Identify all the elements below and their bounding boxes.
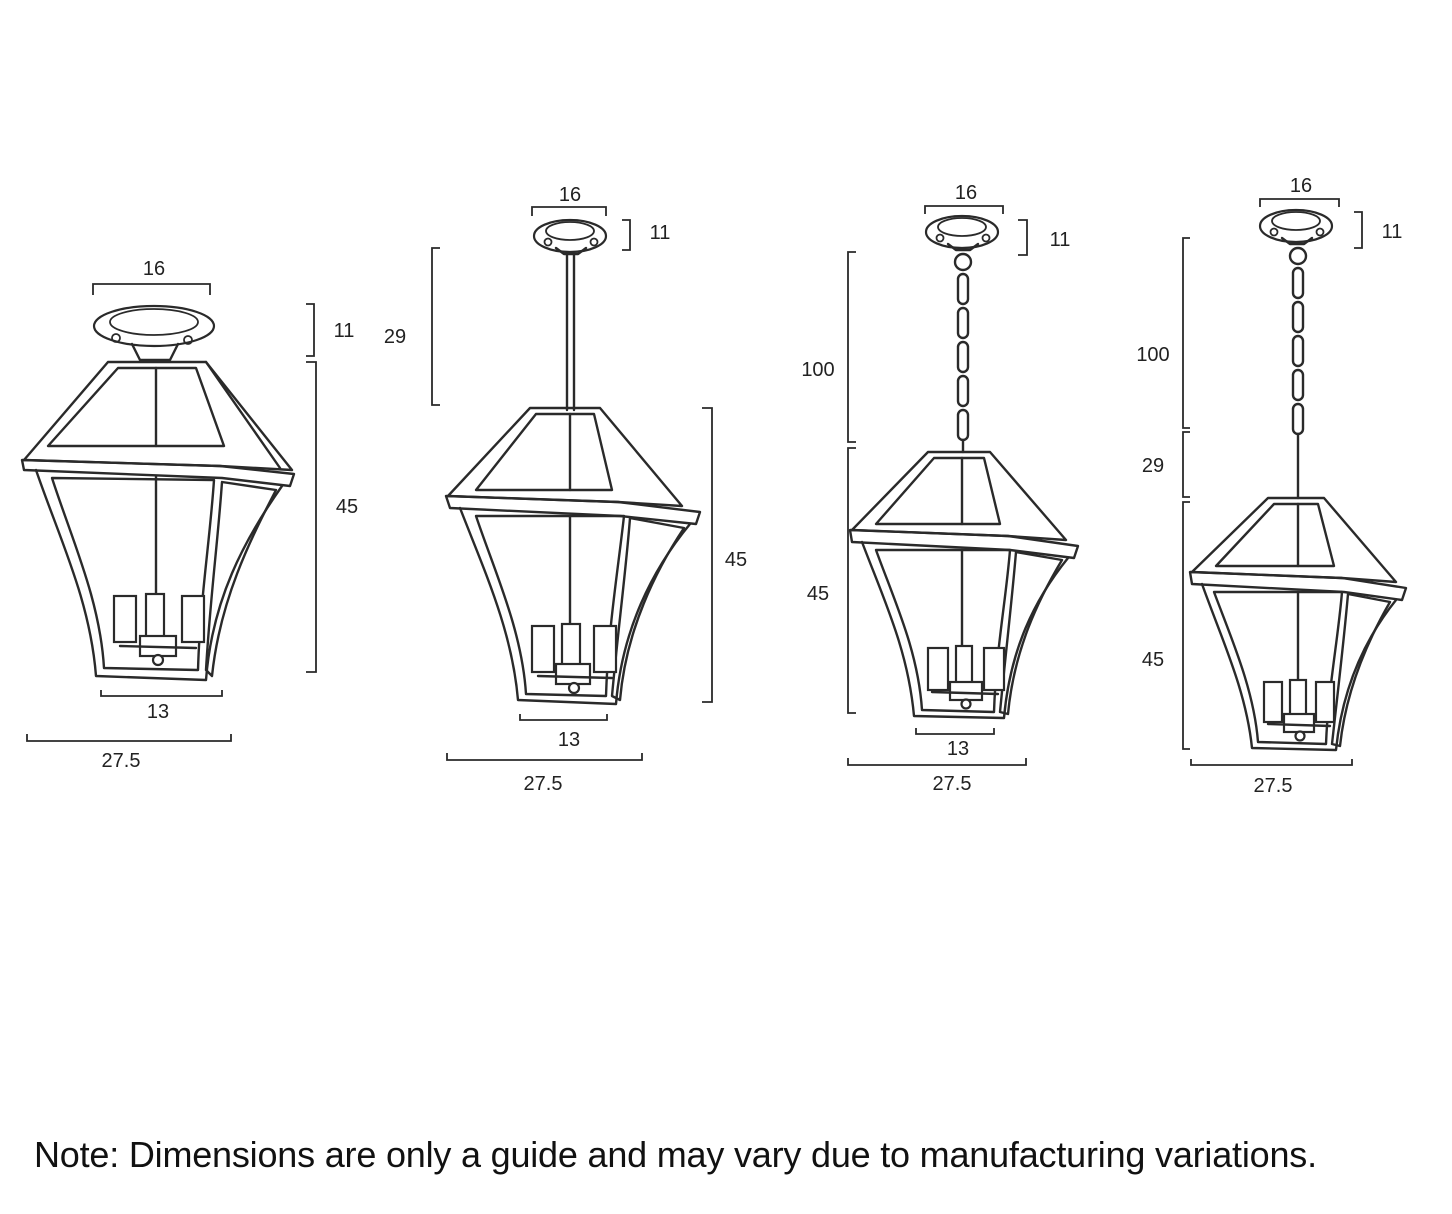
disclaimer-note: Note: Dimensions are only a guide and ma… bbox=[34, 1134, 1317, 1175]
label-canopy-height: 11 bbox=[334, 320, 355, 342]
label-canopy-height: 11 bbox=[650, 222, 671, 244]
lantern-roof bbox=[1190, 496, 1398, 584]
label-overall-width: 27.5 bbox=[102, 750, 141, 772]
lantern-eave bbox=[848, 528, 1080, 560]
lantern-rod-pendant: 16 11 29 45 13 27.5 bbox=[384, 184, 747, 795]
label-canopy-width: 16 bbox=[1290, 175, 1312, 197]
candle-cluster bbox=[530, 622, 618, 695]
label-overall-width: 27.5 bbox=[524, 773, 563, 795]
label-base-width: 13 bbox=[947, 738, 969, 760]
dimension-lines: 16 11 100 45 13 27.5 bbox=[801, 182, 1070, 795]
label-chain-length: 100 bbox=[801, 359, 834, 381]
canopy bbox=[92, 304, 216, 362]
label-canopy-width: 16 bbox=[143, 258, 165, 280]
lantern-eave bbox=[20, 458, 296, 488]
canopy bbox=[924, 214, 1000, 252]
chain bbox=[953, 252, 973, 454]
dimension-lines: 16 11 29 45 13 27.5 bbox=[384, 184, 747, 795]
lantern-flush-mount: 16 11 45 13 27.5 bbox=[20, 258, 358, 772]
lantern-roof bbox=[850, 450, 1068, 542]
lantern-chain-rod-pendant: 16 11 100 29 45 27.5 bbox=[1136, 175, 1408, 797]
chain bbox=[1288, 246, 1308, 436]
label-rod-length: 29 bbox=[1142, 455, 1164, 477]
label-canopy-width: 16 bbox=[559, 184, 581, 206]
label-base-width: 13 bbox=[147, 701, 169, 723]
label-rod-length: 29 bbox=[384, 326, 406, 348]
candle-cluster bbox=[112, 592, 206, 667]
label-body-height: 45 bbox=[807, 583, 829, 605]
canopy bbox=[532, 218, 608, 256]
lantern-roof bbox=[446, 406, 684, 508]
label-overall-width: 27.5 bbox=[1254, 775, 1293, 797]
lantern-eave bbox=[444, 494, 702, 526]
rod bbox=[565, 252, 576, 412]
label-canopy-height: 11 bbox=[1382, 221, 1403, 243]
label-canopy-width: 16 bbox=[955, 182, 977, 204]
lantern-roof bbox=[22, 360, 294, 472]
lantern-eave bbox=[1188, 570, 1408, 602]
label-body-height: 45 bbox=[336, 496, 358, 518]
lantern-chain-pendant: 16 11 100 45 13 27.5 bbox=[801, 182, 1080, 795]
label-canopy-height: 11 bbox=[1050, 229, 1071, 251]
label-base-width: 13 bbox=[558, 729, 580, 751]
label-body-height: 45 bbox=[1142, 649, 1164, 671]
label-body-height: 45 bbox=[725, 549, 747, 571]
canopy bbox=[1258, 208, 1334, 246]
dimension-lines: 16 11 45 13 27.5 bbox=[26, 258, 358, 772]
candle-cluster bbox=[1262, 678, 1336, 742]
dimension-lines: 16 11 100 29 45 27.5 bbox=[1136, 175, 1402, 797]
label-overall-width: 27.5 bbox=[933, 773, 972, 795]
label-chain-length: 100 bbox=[1136, 344, 1169, 366]
candle-cluster bbox=[926, 644, 1006, 710]
